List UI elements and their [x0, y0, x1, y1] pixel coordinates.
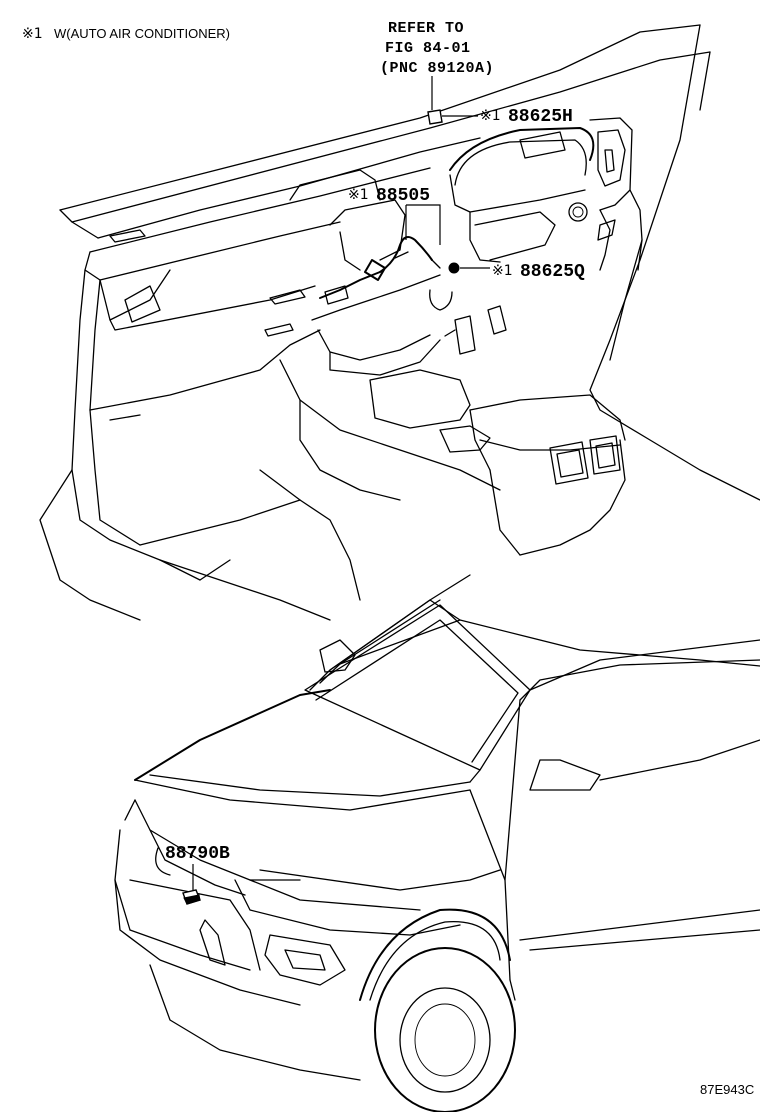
refer-line-3: (PNC 89120A): [380, 60, 494, 77]
upper-leader-lines: [405, 76, 490, 269]
part-88505-label[interactable]: 88505: [376, 186, 430, 206]
note-mark: ※1: [22, 26, 43, 42]
instrument-panel-illustration: [39, 24, 760, 621]
part-88790b-label[interactable]: 88790B: [165, 844, 230, 864]
vehicle-front-illustration: [114, 574, 760, 1112]
part-88625q-label[interactable]: 88625Q: [520, 262, 585, 282]
note-text: W(AUTO AIR CONDITIONER): [54, 26, 230, 41]
figure-id: 87E943C: [700, 1082, 754, 1097]
part-88505-mark: ※1: [348, 187, 369, 203]
part-88625q-mark: ※1: [492, 263, 513, 279]
refer-line-1: REFER TO: [388, 20, 464, 37]
refer-line-2: FIG 84-01: [385, 40, 471, 57]
part-88625h-mark: ※1: [480, 108, 501, 124]
part-88625h-label[interactable]: 88625H: [508, 107, 573, 127]
